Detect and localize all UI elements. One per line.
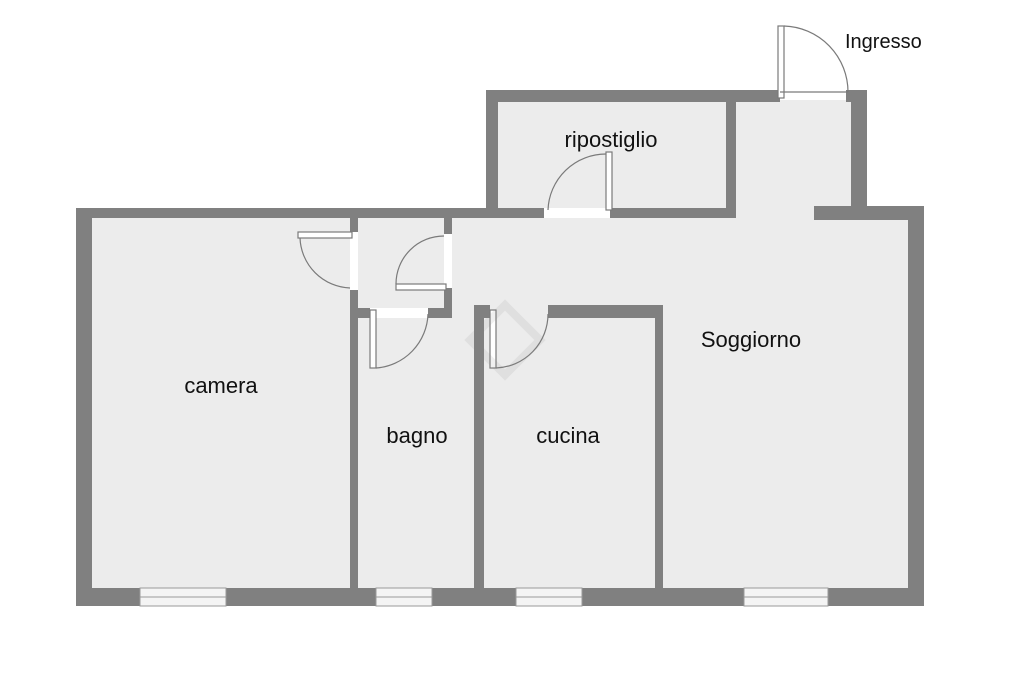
wall-ripostiglio-bottom-a [486,208,544,218]
wall-ripostiglio-top [486,90,780,102]
label-soggiorno: Soggiorno [701,327,801,352]
windows [139,587,829,607]
door-bagno [369,309,429,369]
label-ripostiglio: ripostiglio [565,127,658,152]
wall-bottom [76,588,924,606]
wall-bagno-top-a [350,308,370,318]
wall-right [908,208,924,606]
wall-cucina-top-b [548,305,660,318]
wall-ripostiglio-bottom-b [610,208,736,218]
label-ingresso: Ingresso [845,31,922,53]
door-ingresso [777,25,849,99]
window-cucina [515,587,583,607]
wall-camera-right-b [350,290,358,606]
label-camera: camera [184,373,258,398]
wall-ingresso-top-right [846,90,866,102]
floor-areas [92,100,908,588]
doors [297,25,849,369]
wall-bagno-top-b [428,308,452,318]
label-cucina: cucina [536,423,600,448]
door-cucina [489,309,549,369]
wall-ripostiglio-right [726,90,736,216]
door-ripostiglio [547,151,613,211]
wall-top-left [76,208,496,218]
walls [76,90,924,606]
wall-camera-right-a [350,218,358,232]
window-bagno [375,587,433,607]
label-bagno: bagno [386,423,447,448]
watermark-logo [464,299,546,381]
wall-cucina-right [655,305,663,606]
wall-ingresso-right [851,90,867,210]
wall-top-right [814,206,924,220]
door-disimpegno [395,235,447,291]
wall-hall-right-a [444,208,452,234]
wall-hall-right-b [444,288,452,318]
door-camera [297,231,353,289]
floor-camera [92,218,350,588]
wall-cucina-top-a [474,305,490,318]
wall-ripostiglio-left [486,90,498,218]
wall-bagno-cucina [474,308,484,606]
window-camera [139,587,227,607]
wall-left [76,208,92,606]
floor-ingresso [735,100,851,222]
window-soggiorno [743,587,829,607]
floor-soggiorno [452,218,908,588]
